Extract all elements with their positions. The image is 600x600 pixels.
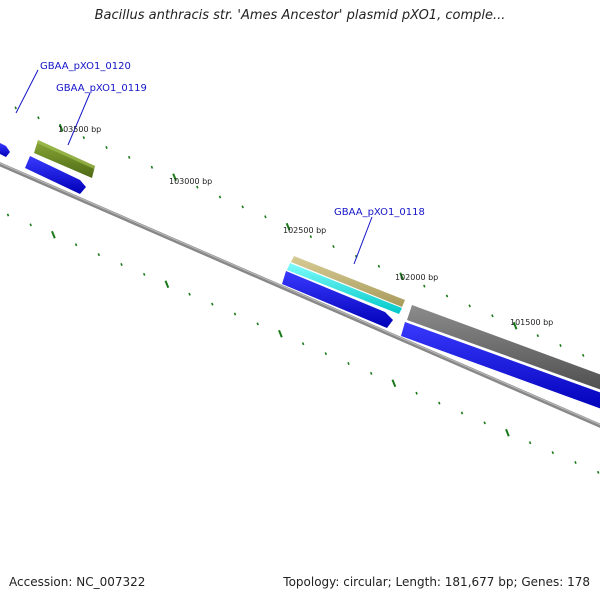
gene-grey-feature[interactable] xyxy=(407,305,600,393)
bp-label-103000: 103000 bp xyxy=(169,177,212,186)
minor-tick xyxy=(29,223,32,227)
plasmid-backbone xyxy=(0,162,600,428)
tick-marks-inner xyxy=(6,213,600,474)
gene-label-gbaa-pxo1-0118[interactable]: GBAA_pXO1_0118 xyxy=(334,207,425,218)
minor-tick xyxy=(6,213,10,217)
gene-gbaa-pxo1-0118-cyan-feature[interactable] xyxy=(287,263,402,314)
cds-right[interactable] xyxy=(401,322,600,412)
minor-tick xyxy=(218,195,222,199)
major-tick xyxy=(164,280,170,289)
minor-tick xyxy=(309,235,313,239)
minor-tick xyxy=(332,245,335,248)
minor-tick xyxy=(574,461,577,464)
leader-line-0120 xyxy=(15,69,39,114)
gene-gbaa-pxo1-0119-feature[interactable] xyxy=(34,140,95,178)
minor-tick xyxy=(528,441,532,445)
minor-tick xyxy=(196,185,199,189)
gene-gbaa-pxo1-0118-feature[interactable] xyxy=(291,256,405,307)
bp-label-102500: 102500 bp xyxy=(283,226,326,235)
minor-tick xyxy=(264,215,267,219)
bp-label-102000: 102000 bp xyxy=(395,273,438,282)
major-tick xyxy=(172,173,177,182)
tick-marks-outer xyxy=(14,106,585,357)
minor-tick xyxy=(415,391,418,395)
minor-tick xyxy=(211,302,214,306)
minor-tick xyxy=(551,451,555,455)
minor-tick xyxy=(97,253,101,257)
gene-label-gbaa-pxo1-0120[interactable]: GBAA_pXO1_0120 xyxy=(40,61,131,72)
minor-tick xyxy=(82,136,86,140)
minor-tick xyxy=(37,116,40,120)
accession-text: Accession: NC_007322 xyxy=(9,575,146,589)
minor-tick xyxy=(301,342,305,346)
minor-tick xyxy=(369,371,373,375)
minor-tick xyxy=(233,312,237,316)
gene-label-gbaa-pxo1-0119[interactable]: GBAA_pXO1_0119 xyxy=(56,83,147,94)
minor-tick xyxy=(324,352,328,356)
bp-label-103500: 103500 bp xyxy=(58,125,101,134)
topology-summary: Topology: circular; Length: 181,677 bp; … xyxy=(283,575,590,589)
cds-gbaa-pxo1-0119[interactable] xyxy=(25,156,86,194)
minor-tick xyxy=(74,243,78,247)
minor-tick xyxy=(256,322,259,326)
minor-tick xyxy=(468,304,471,308)
minor-tick xyxy=(491,314,494,318)
minor-tick xyxy=(377,264,381,268)
major-tick xyxy=(399,272,404,281)
minor-tick xyxy=(241,205,244,209)
minor-tick xyxy=(14,106,17,110)
major-tick xyxy=(512,321,518,330)
cds-gbaa-pxo1-0118[interactable] xyxy=(282,271,393,328)
leader-line-0118 xyxy=(353,216,373,265)
major-tick xyxy=(505,428,510,437)
major-tick xyxy=(51,230,56,239)
plasmid-backbone-highlight xyxy=(0,162,600,426)
minor-tick xyxy=(596,470,600,474)
leader-line-0119 xyxy=(67,92,91,146)
major-tick xyxy=(278,329,283,338)
map-title: Bacillus anthracis str. 'Ames Ancestor' … xyxy=(94,8,506,23)
major-tick xyxy=(285,222,291,231)
minor-tick xyxy=(445,294,449,298)
minor-tick xyxy=(120,263,123,266)
minor-tick xyxy=(559,344,562,347)
major-tick xyxy=(391,379,397,388)
minor-tick xyxy=(460,411,464,415)
minor-tick xyxy=(347,362,350,365)
minor-tick xyxy=(581,353,585,357)
minor-tick xyxy=(188,292,191,296)
minor-tick xyxy=(423,284,426,288)
minor-tick xyxy=(127,155,131,159)
minor-tick xyxy=(150,165,154,169)
minor-tick xyxy=(483,421,486,425)
minor-tick xyxy=(536,334,540,338)
bp-label-101500: 101500 bp xyxy=(510,318,553,327)
minor-tick xyxy=(105,146,108,149)
minor-tick xyxy=(438,401,441,405)
minor-tick xyxy=(142,272,146,276)
major-tick xyxy=(58,123,64,132)
gene-left-edge[interactable] xyxy=(0,143,10,157)
